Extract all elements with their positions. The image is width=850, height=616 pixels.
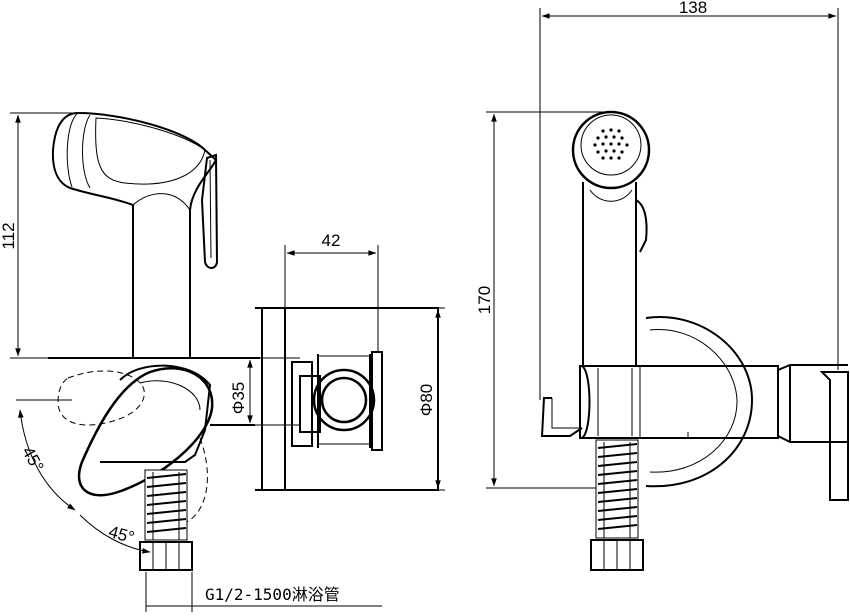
dimension-112: 112: [0, 112, 78, 359]
dimension-d80: Φ80: [417, 307, 445, 491]
holder-front-view: [261, 307, 439, 491]
angle-label-lower: 45°: [107, 522, 137, 547]
dimension-170: 170: [475, 111, 611, 489]
dim-138-label: 138: [679, 0, 707, 17]
dimension-42: 42: [284, 231, 379, 352]
dim-112-label: 112: [0, 222, 18, 249]
dim-42-label: 42: [322, 231, 341, 250]
spray-nozzle-holes: [593, 128, 629, 160]
dim-d35-label: Φ35: [229, 382, 248, 414]
hose-note-label: G1/2-1500淋浴管: [205, 585, 340, 604]
dim-170-label: 170: [475, 286, 494, 314]
dimension-138: 138: [539, 0, 839, 400]
dim-d80-label: Φ80: [417, 384, 436, 416]
angle-label-upper: 45°: [18, 443, 47, 475]
dimension-d35: Φ35: [229, 357, 262, 426]
front-view: [540, 110, 849, 571]
hose-note: G1/2-1500淋浴管: [145, 572, 382, 612]
rotation-dimension: 45° 45°: [16, 399, 151, 554]
